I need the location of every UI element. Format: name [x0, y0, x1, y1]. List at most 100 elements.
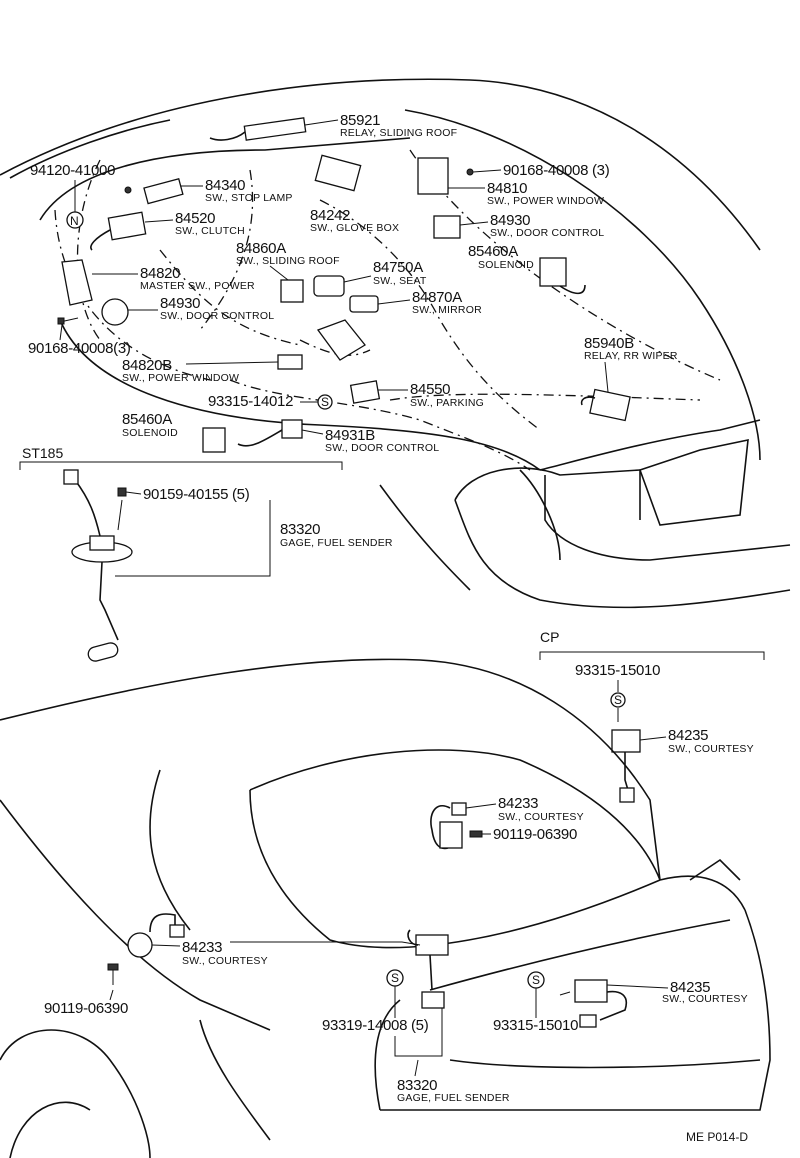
label-84235b-num: 84235	[670, 979, 710, 996]
label-90168a-num: 90168-40008 (3)	[503, 162, 610, 179]
label-84820-num: 84820	[140, 265, 180, 282]
s-symbol-1-label: S	[321, 395, 329, 409]
section-st185-title: ST185	[22, 445, 63, 461]
label-90168b-num: 90168-40008(3)	[28, 340, 131, 357]
label-84233b-desc: SW., COURTESY	[182, 955, 268, 967]
courtesy-switch-cp-part	[611, 729, 641, 753]
label-84235a-num: 84235	[668, 727, 708, 744]
s-symbol-2	[610, 692, 626, 708]
label-84550-desc: SW., PARKING	[410, 397, 484, 409]
label-85460a1-num: 85460A	[468, 243, 518, 260]
label-84870a-desc: SW., MIRROR	[412, 304, 482, 316]
label-84242-num: 84242	[310, 207, 350, 224]
power-window-switch-part	[417, 157, 449, 195]
seat-switch-part	[313, 275, 345, 297]
label-84930b-desc: SW., DOOR CONTROL	[160, 310, 274, 322]
fuel-sender-float	[87, 642, 119, 662]
s-symbols: S S S S	[317, 394, 626, 989]
label-85460a2-num: 85460A	[122, 411, 172, 428]
label-84860a-desc: SW., SLIDING ROOF	[236, 255, 340, 267]
label-90159-num: 90159-40155 (5)	[143, 486, 250, 503]
label-84870a-num: 84870A	[412, 289, 462, 306]
label-85940b-desc: RELAY, RR WIPER	[584, 350, 678, 362]
relay-sliding-roof-part	[243, 117, 307, 141]
s-symbol-2-label: S	[614, 693, 622, 707]
courtesy-switch-b-part	[127, 932, 153, 958]
courtesy-switch-a-part	[439, 821, 463, 849]
door-control-switch-part	[433, 215, 461, 239]
solenoid-left-part	[202, 427, 226, 453]
label-85921-desc: RELAY, SLIDING ROOF	[340, 127, 457, 139]
label-84750a-num: 84750A	[373, 259, 423, 276]
label-84233a-desc: SW., COURTESY	[498, 811, 584, 823]
stop-lamp-switch-part	[143, 177, 184, 205]
courtesy-switch-a-connector	[451, 802, 467, 816]
sliding-roof-switch-part	[280, 279, 304, 303]
solenoid-part	[539, 257, 567, 287]
fuel-sender-b-connector	[421, 991, 445, 1009]
label-90119a-num: 90119-06390	[493, 826, 577, 843]
s-symbol-3-label: S	[391, 971, 399, 985]
label-84233b-num: 84233	[182, 939, 222, 956]
lower-labels: 84233 SW., COURTESY 90119-06390 84233 SW…	[44, 795, 748, 1104]
label-93315c-num: 93315-15010	[493, 1017, 578, 1034]
upper-labels: 85921 RELAY, SLIDING ROOF 94120-41000 84…	[28, 112, 678, 454]
label-84233a-num: 84233	[498, 795, 538, 812]
lower-parts	[107, 802, 627, 1028]
label-84750a-desc: SW., SEAT	[373, 275, 427, 287]
label-84820b-desc: SW., POWER WINDOW	[122, 372, 239, 384]
label-93319-num: 93319-14008 (5)	[322, 1017, 429, 1034]
diagram-code: ME P014-D	[686, 1130, 748, 1144]
courtesy-switch-cp-connector	[619, 787, 635, 803]
label-84550-num: 84550	[410, 381, 450, 398]
rr-wiper-relay-part	[589, 388, 631, 422]
label-84235a-desc: SW., COURTESY	[668, 743, 754, 755]
label-83320b-desc: GAGE, FUEL SENDER	[397, 1092, 510, 1104]
label-84235b-desc: SW., COURTESY	[662, 993, 748, 1005]
st185-section: ST185 90159-40155 (5) 83320 GAGE, FUEL S…	[19, 445, 393, 662]
mirror-switch-part	[349, 295, 379, 313]
power-window-switch-b-part	[277, 354, 303, 370]
label-93315b-num: 93315-15010	[575, 662, 660, 679]
fuel-sender-unit	[89, 535, 115, 551]
label-84520-num: 84520	[175, 210, 215, 227]
label-85921-num: 85921	[340, 112, 380, 129]
clutch-switch-part	[107, 211, 147, 241]
label-90119b-num: 90119-06390	[44, 1000, 128, 1017]
section-cp-title: CP	[540, 629, 559, 645]
label-84820-desc: MASTER SW., POWER	[140, 280, 255, 292]
door-control-switch-left-part	[101, 298, 129, 326]
nut-symbol-label: N	[70, 214, 79, 228]
parking-switch-part	[349, 380, 381, 404]
cp-section: CP 93315-15010 84235 SW., COURTESY	[539, 629, 765, 803]
label-93315a-num: 93315-14012	[208, 393, 293, 410]
lower-car-outline	[0, 658, 771, 1158]
fuel-sender-b-part	[415, 934, 449, 956]
label-84930b-num: 84930	[160, 295, 200, 312]
label-84810-desc: SW., POWER WINDOW	[487, 195, 604, 207]
upper-parts: N	[57, 117, 631, 453]
label-84931b-desc: SW., DOOR CONTROL	[325, 442, 439, 454]
label-83320a-desc: GAGE, FUEL SENDER	[280, 537, 393, 549]
label-84860a-num: 84860A	[236, 240, 286, 257]
label-84340-num: 84340	[205, 177, 245, 194]
glove-box-switch-part	[314, 154, 362, 192]
label-84340-desc: SW., STOP LAMP	[205, 192, 293, 204]
fuel-sender-connector	[63, 469, 79, 485]
label-84931b-num: 84931B	[325, 427, 375, 444]
label-84810-num: 84810	[487, 180, 527, 197]
door-control-b-part	[281, 419, 303, 439]
label-83320a-num: 83320	[280, 521, 320, 538]
label-84242-desc: SW., GLOVE BOX	[310, 222, 399, 234]
label-85460a2-desc: SOLENOID	[122, 427, 178, 439]
label-85460a1-desc: SOLENOID	[478, 259, 534, 271]
label-85940b-num: 85940B	[584, 335, 634, 352]
courtesy-switch-c-part	[574, 979, 608, 1003]
master-switch-bracket	[61, 259, 93, 306]
s-symbol-4-label: S	[532, 973, 540, 987]
label-84520-desc: SW., CLUTCH	[175, 225, 245, 237]
label-84930a-num: 84930	[490, 212, 530, 229]
console-part	[316, 319, 366, 361]
label-94120-num: 94120-41000	[30, 162, 115, 179]
